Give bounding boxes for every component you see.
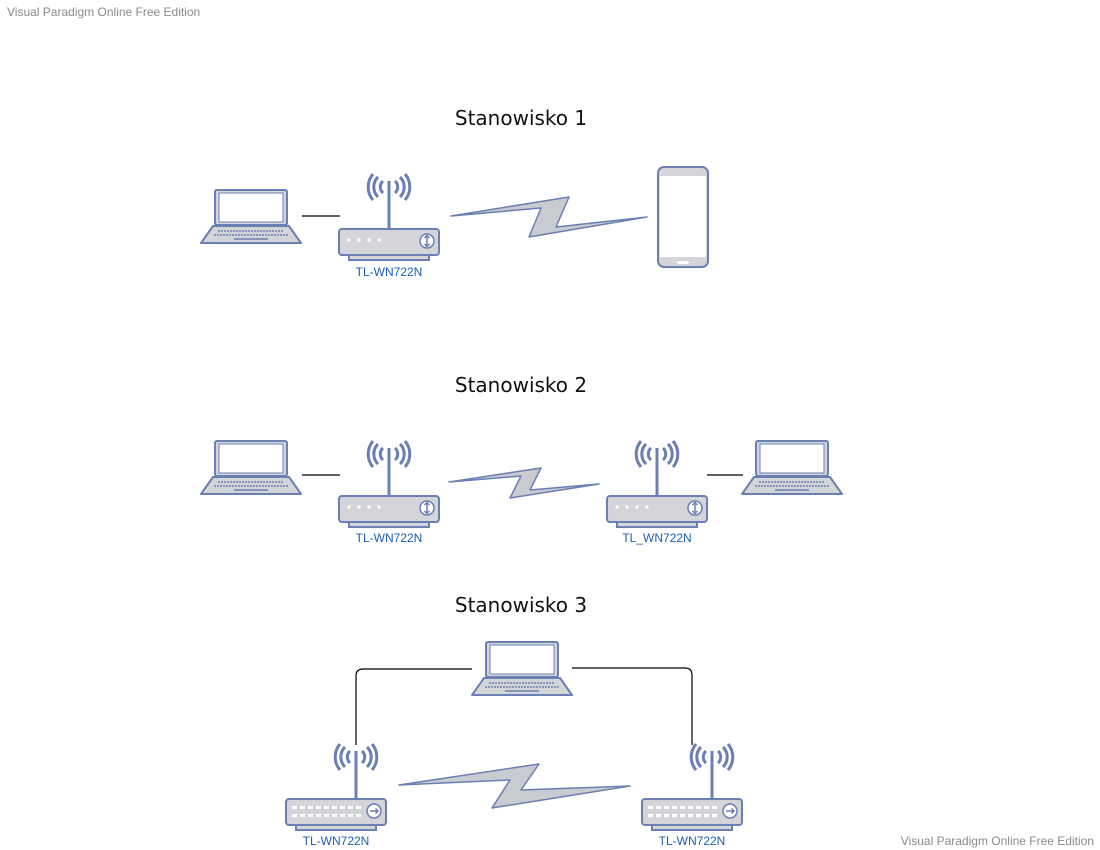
wifi-router-icon: [339, 174, 439, 260]
wireless-link-icon: [450, 196, 648, 238]
wifi-router-icon: [607, 441, 707, 527]
section-title-1: Stanowisko 1: [454, 106, 588, 130]
switch-router-icon: [642, 744, 742, 830]
laptop-icon: [471, 641, 573, 696]
wired-connection: [572, 667, 693, 745]
wifi-router-icon: [339, 441, 439, 527]
laptop-icon: [200, 189, 302, 244]
router-label-s2-left: TL-WN722N: [355, 531, 423, 545]
section-title-2: Stanowisko 2: [454, 373, 588, 397]
watermark-top: Visual Paradigm Online Free Edition: [7, 5, 201, 19]
smartphone-icon: [657, 166, 709, 268]
switch-router-icon: [286, 744, 386, 830]
section-title-3: Stanowisko 3: [454, 593, 588, 617]
wired-connection: [355, 668, 472, 745]
wireless-link-icon: [398, 763, 631, 809]
router-label-s3-right: TL-WN722N: [658, 834, 726, 848]
router-label-s3-left: TL-WN722N: [302, 834, 370, 848]
watermark-bottom: Visual Paradigm Online Free Edition: [900, 834, 1094, 848]
router-label-s2-right: TL_WN722N: [622, 531, 692, 545]
laptop-icon: [200, 440, 302, 495]
router-label-s1: TL-WN722N: [355, 265, 423, 279]
wireless-link-icon: [448, 467, 600, 499]
laptop-icon: [741, 440, 843, 495]
